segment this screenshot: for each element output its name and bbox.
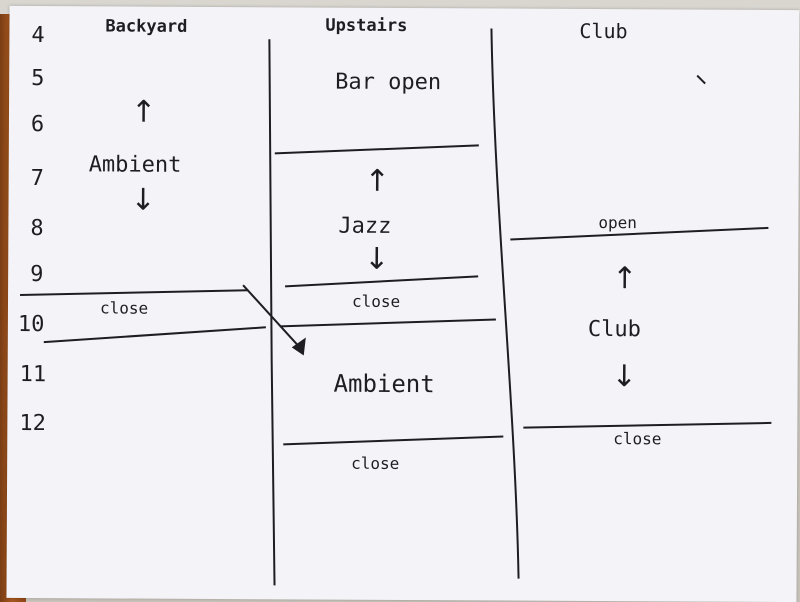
divider-left [268, 39, 276, 586]
backyard-line-bottom [43, 326, 266, 344]
column-title-upstairs: Upstairs [325, 15, 408, 37]
backyard-segment-label: close [99, 298, 149, 318]
club-segment-label: close [613, 429, 662, 449]
club-line-top [510, 226, 769, 241]
column-title-backyard: Backyard [105, 16, 188, 37]
down-arrow-icon: ↓ [364, 241, 390, 277]
divider-right [490, 28, 520, 579]
upstairs-line-1 [274, 144, 479, 155]
upstairs-segment-label: Jazz [338, 213, 392, 239]
hour-label: 8 [30, 216, 44, 242]
down-arrow-icon: ↓ [130, 182, 156, 218]
hour-label: 10 [17, 311, 45, 338]
schedule-paper: 4 5 6 7 8 9 10 11 12 Backyard Upstairs C… [6, 5, 800, 602]
backyard-line-top [20, 289, 249, 296]
upstairs-segment-label: close [351, 291, 401, 311]
upstairs-segment-label: Ambient [333, 369, 435, 399]
club-segment-label: open [598, 213, 638, 233]
club-line-bottom [523, 421, 772, 429]
upstairs-line-4 [283, 435, 504, 446]
up-arrow-icon: ↑ [130, 94, 157, 130]
hour-label: 11 [19, 361, 47, 388]
down-arrow-icon: ↓ [611, 359, 637, 395]
upstairs-segment-label: Bar open [335, 69, 442, 96]
club-segment-label: Club [587, 316, 641, 343]
hour-label: 6 [30, 112, 45, 138]
up-arrow-icon: ↑ [612, 261, 638, 297]
hour-label: 5 [31, 66, 45, 92]
hour-label: 7 [30, 166, 44, 192]
drawn-lines [20, 28, 772, 586]
upstairs-segment-label: close [351, 453, 400, 473]
backyard-segment-label: Ambient [88, 152, 182, 178]
column-title-club: Club [579, 18, 628, 44]
hour-label: 9 [30, 262, 44, 288]
diagonal-arrow-icon [242, 284, 306, 356]
up-arrow-icon: ↑ [364, 163, 390, 199]
upstairs-line-2 [285, 275, 479, 288]
upstairs-line-3 [279, 318, 496, 328]
hour-label: 12 [19, 410, 46, 437]
hour-label: 4 [31, 23, 45, 49]
stray-mark [696, 74, 706, 85]
